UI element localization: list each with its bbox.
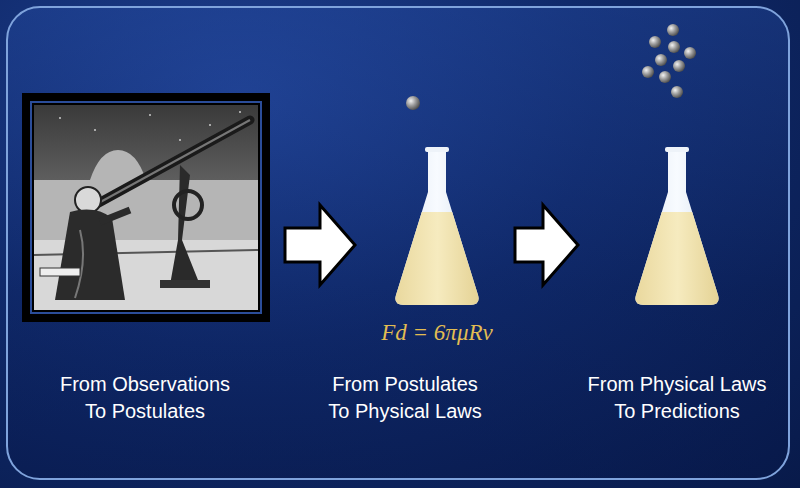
- formula-label: Fd = 6πμRv: [381, 318, 492, 348]
- stage-panel: From Postulates To Physical Laws: [392, 92, 482, 307]
- stage-caption: From Observations To Postulates: [53, 371, 238, 425]
- stage-caption: From Postulates To Physical Laws: [323, 371, 488, 425]
- block-arrow: [515, 205, 578, 285]
- stage-panel: From Observations To Postulates: [22, 93, 270, 322]
- stage-panel: From Physical Laws To Predictions: [632, 22, 722, 307]
- stage-caption: From Physical Laws To Predictions: [580, 371, 775, 425]
- block-arrow: [285, 205, 355, 285]
